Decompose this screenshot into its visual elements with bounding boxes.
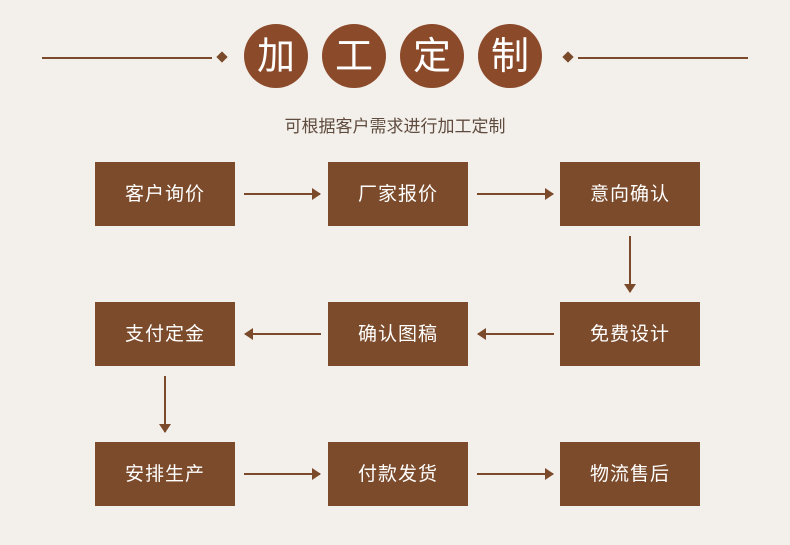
title-char-1: 加	[244, 24, 308, 88]
step-box-arrange-production: 安排生产	[95, 442, 235, 506]
step-box-confirm-design: 确认图稿	[328, 302, 468, 366]
arrow-right-4	[477, 468, 554, 480]
header-right-diamond	[562, 51, 574, 63]
step-box-payment-shipping: 付款发货	[328, 442, 468, 506]
step-box-free-design: 免费设计	[560, 302, 700, 366]
step-box-intent-confirm: 意向确认	[560, 162, 700, 226]
header-right-rule	[578, 57, 748, 59]
page-subtitle: 可根据客户需求进行加工定制	[284, 117, 506, 137]
arrow-left-1	[477, 328, 554, 340]
step-box-pay-deposit: 支付定金	[95, 302, 235, 366]
header-left-rule	[42, 57, 212, 59]
step-box-customer-inquiry: 客户询价	[95, 162, 235, 226]
arrow-right-2	[477, 188, 554, 200]
arrow-left-2	[244, 328, 321, 340]
step-box-factory-quote: 厂家报价	[328, 162, 468, 226]
step-box-logistics-aftersales: 物流售后	[560, 442, 700, 506]
arrow-right-1	[244, 188, 321, 200]
arrow-right-3	[244, 468, 321, 480]
header-left-diamond	[216, 51, 228, 63]
arrow-down-1	[624, 236, 636, 293]
title-char-2: 工	[322, 24, 386, 88]
title-char-4: 制	[478, 24, 542, 88]
title-char-3: 定	[400, 24, 464, 88]
arrow-down-2	[159, 376, 171, 433]
